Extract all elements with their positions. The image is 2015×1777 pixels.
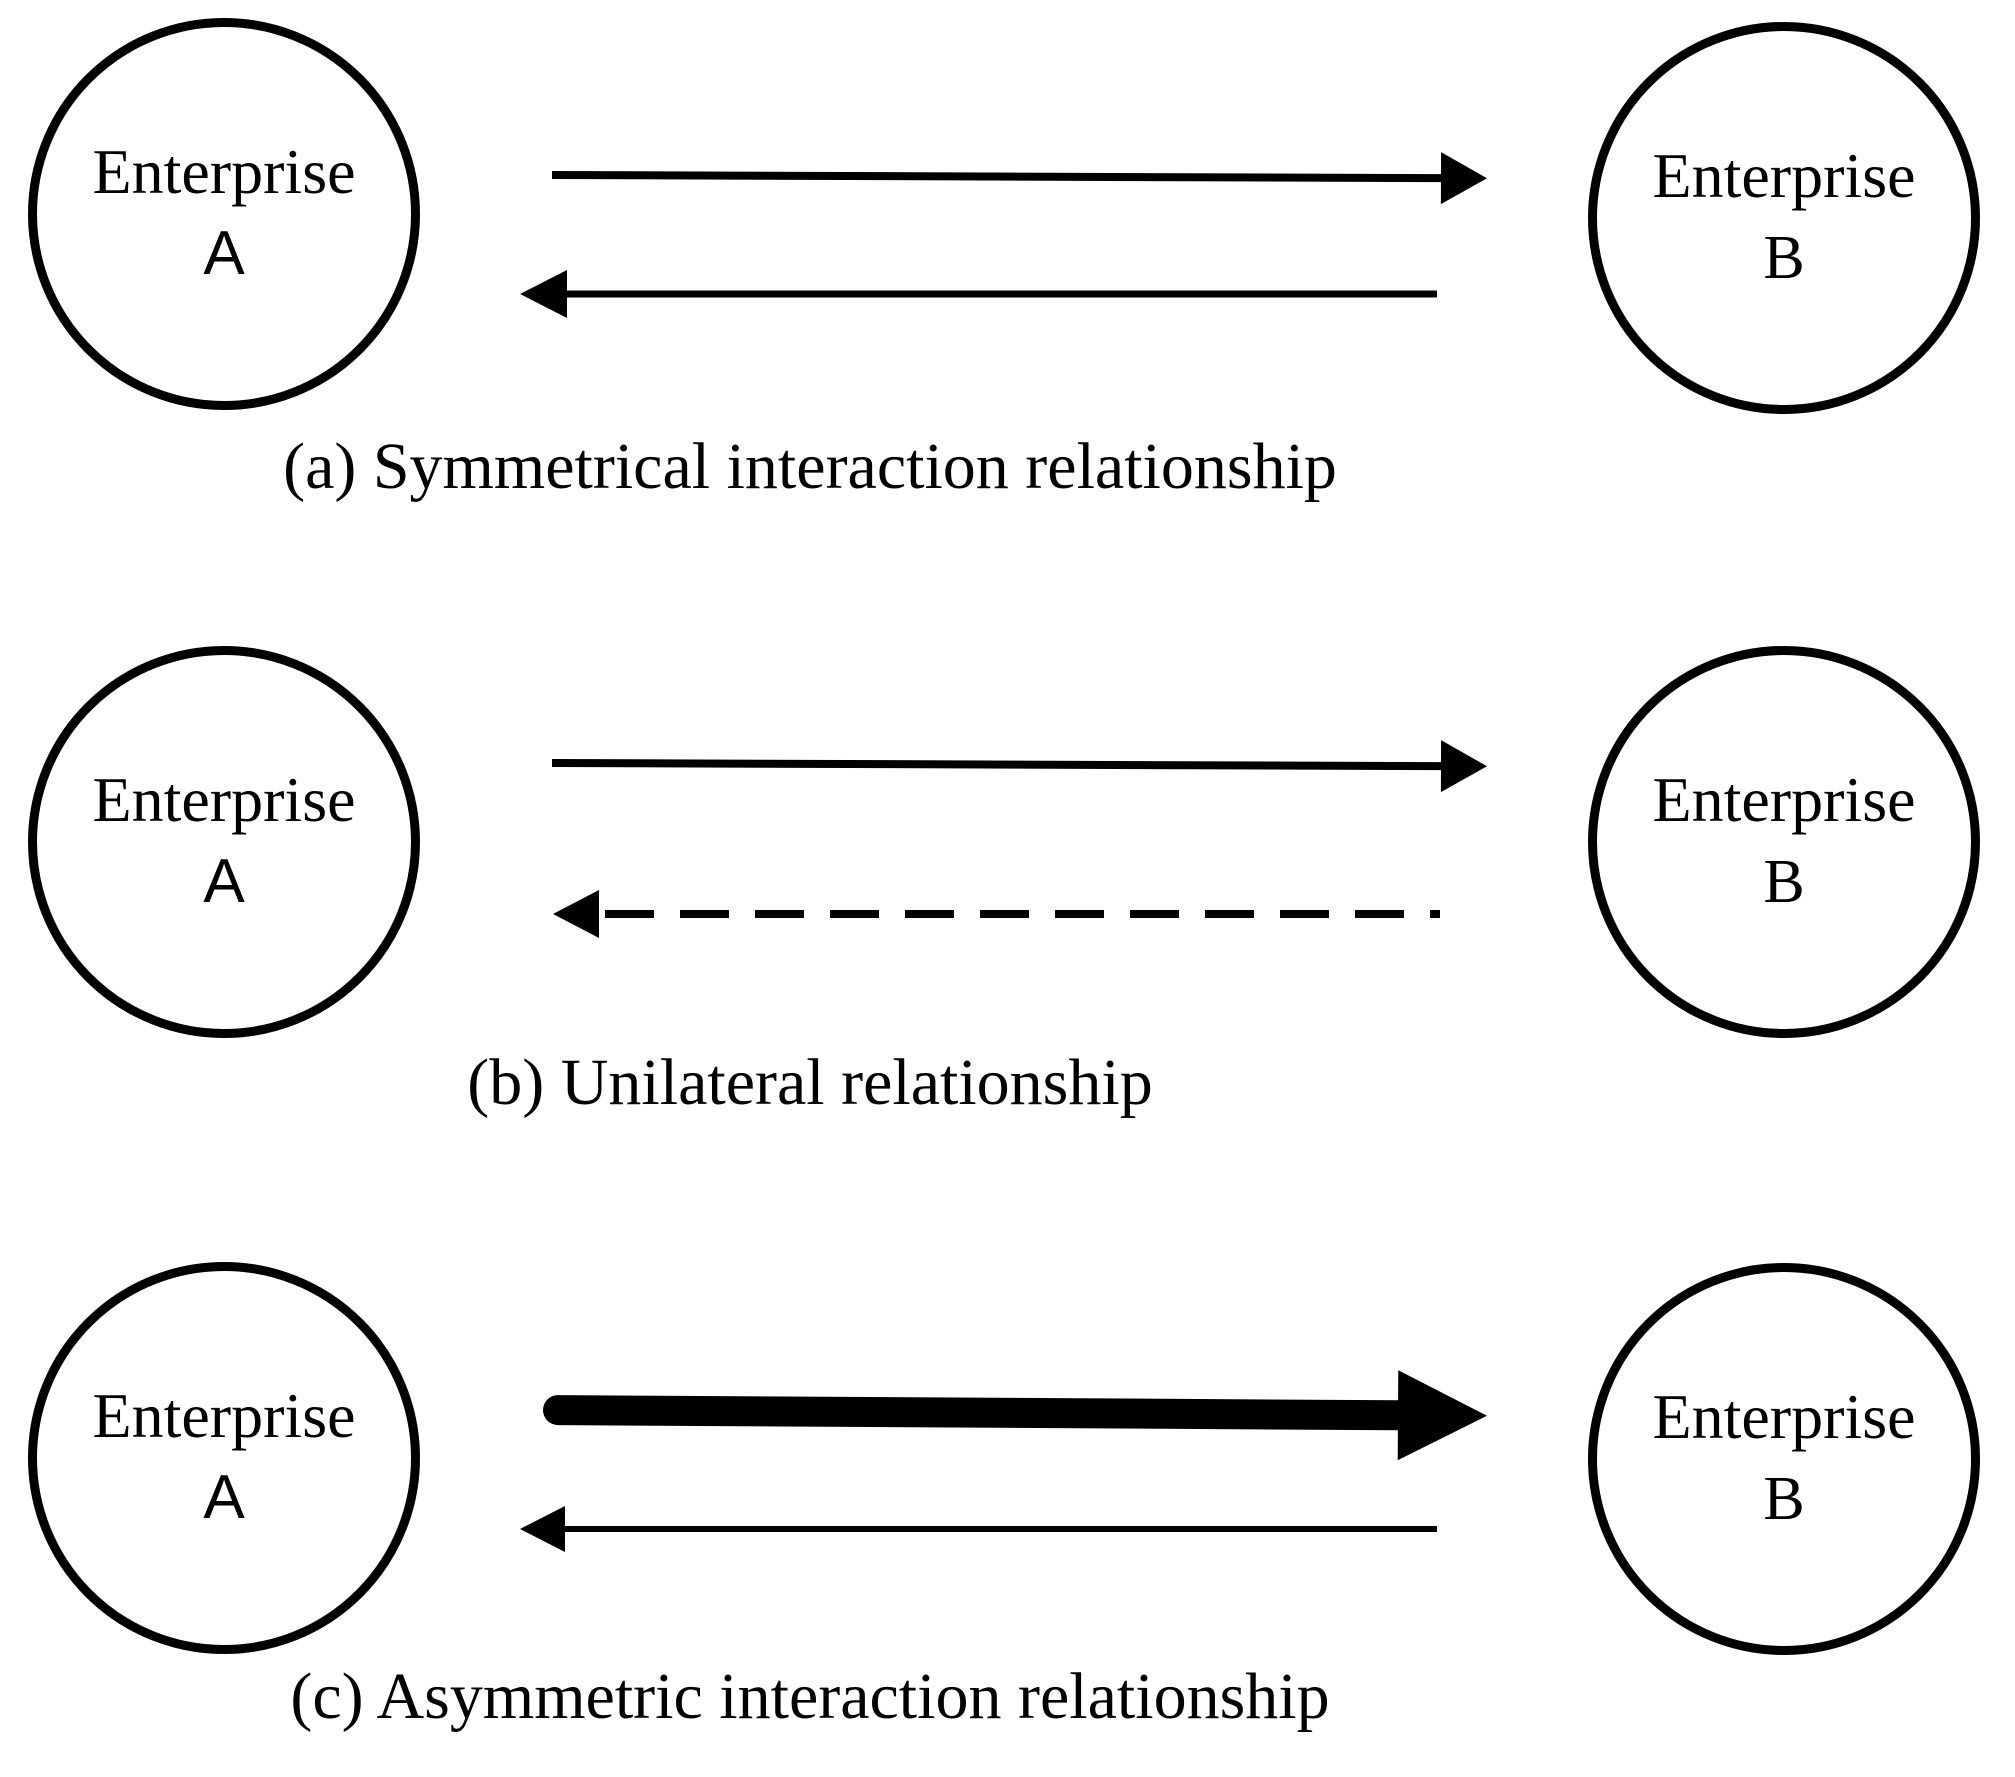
node-label-line2: B bbox=[1763, 1465, 1805, 1533]
node-label-line1: Enterprise bbox=[92, 136, 356, 207]
panel-a-caption: (a) Symmetrical interaction relationship bbox=[283, 430, 1337, 503]
node-label-line2: A bbox=[203, 847, 245, 916]
arrow-shaft-thick bbox=[542, 1395, 1419, 1431]
node-label-line1: Enterprise bbox=[1652, 764, 1916, 835]
arrow-shaft bbox=[551, 171, 1446, 183]
arrow-a-to-b-heavy-icon bbox=[542, 1370, 1487, 1461]
enterprise-a-node: Enterprise A bbox=[28, 18, 420, 410]
panel-b-caption: (b) Unilateral relationship bbox=[467, 1046, 1153, 1119]
node-label-line1: Enterprise bbox=[92, 764, 356, 835]
enterprise-a-node: Enterprise A bbox=[28, 1262, 420, 1654]
panel-c-caption: (c) Asymmetric interaction relationship bbox=[290, 1660, 1330, 1733]
enterprise-b-node: Enterprise B bbox=[1588, 1263, 1980, 1655]
node-label-line2: A bbox=[203, 1463, 245, 1532]
node-label-line2: B bbox=[1763, 848, 1805, 916]
arrowhead-left-icon bbox=[520, 270, 567, 318]
arrowhead-right-icon bbox=[1440, 152, 1487, 205]
arrow-a-to-b-solid-icon bbox=[551, 740, 1487, 793]
node-label-line1: Enterprise bbox=[92, 1380, 356, 1451]
arrowhead-left-icon bbox=[553, 890, 599, 938]
node-label-line1: Enterprise bbox=[1652, 140, 1916, 211]
node-label-line2: B bbox=[1763, 224, 1805, 292]
enterprise-a-node: Enterprise A bbox=[28, 646, 420, 1038]
node-label-line1: Enterprise bbox=[1652, 1381, 1916, 1452]
arrow-b-to-a-dashed-icon bbox=[553, 890, 1440, 938]
arrow-a-to-b-solid-icon bbox=[551, 152, 1487, 205]
arrowhead-left-icon bbox=[520, 1506, 565, 1552]
arrowhead-right-icon bbox=[1397, 1370, 1487, 1461]
arrow-b-to-a-solid-icon bbox=[520, 270, 1437, 318]
arrowhead-right-icon bbox=[1440, 740, 1487, 793]
enterprise-b-node: Enterprise B bbox=[1588, 22, 1980, 414]
arrow-b-to-a-thin-icon bbox=[520, 1506, 1437, 1552]
arrow-shaft bbox=[551, 759, 1446, 771]
node-label-line2: A bbox=[203, 219, 245, 288]
enterprise-b-node: Enterprise B bbox=[1588, 646, 1980, 1038]
